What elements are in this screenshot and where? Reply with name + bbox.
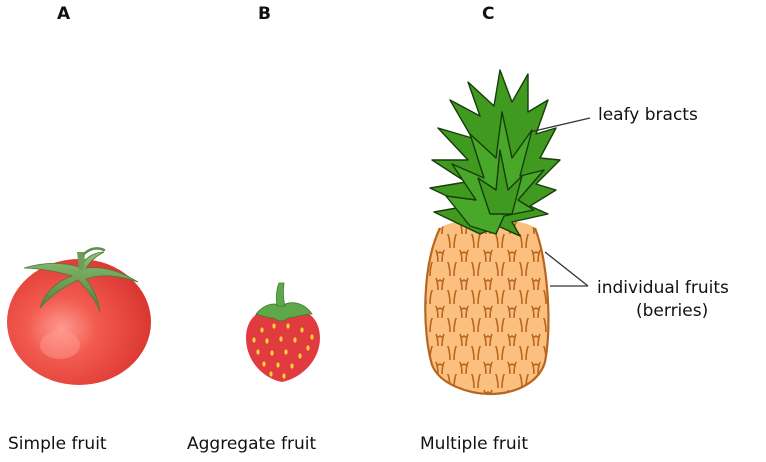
caption-multiple-fruit: Multiple fruit [420,434,528,454]
caption-simple-fruit: Simple fruit [8,434,107,454]
label-individual-fruits: individual fruits [597,277,729,299]
label-leafy-bracts: leafy bracts [598,104,698,126]
individual-fruits-pointer-upper [545,252,588,286]
label-berries: (berries) [636,300,708,322]
pineapple-icon [420,70,560,400]
tomato-icon [7,248,151,385]
caption-aggregate-fruit: Aggregate fruit [187,434,316,454]
strawberry-icon [246,283,320,382]
